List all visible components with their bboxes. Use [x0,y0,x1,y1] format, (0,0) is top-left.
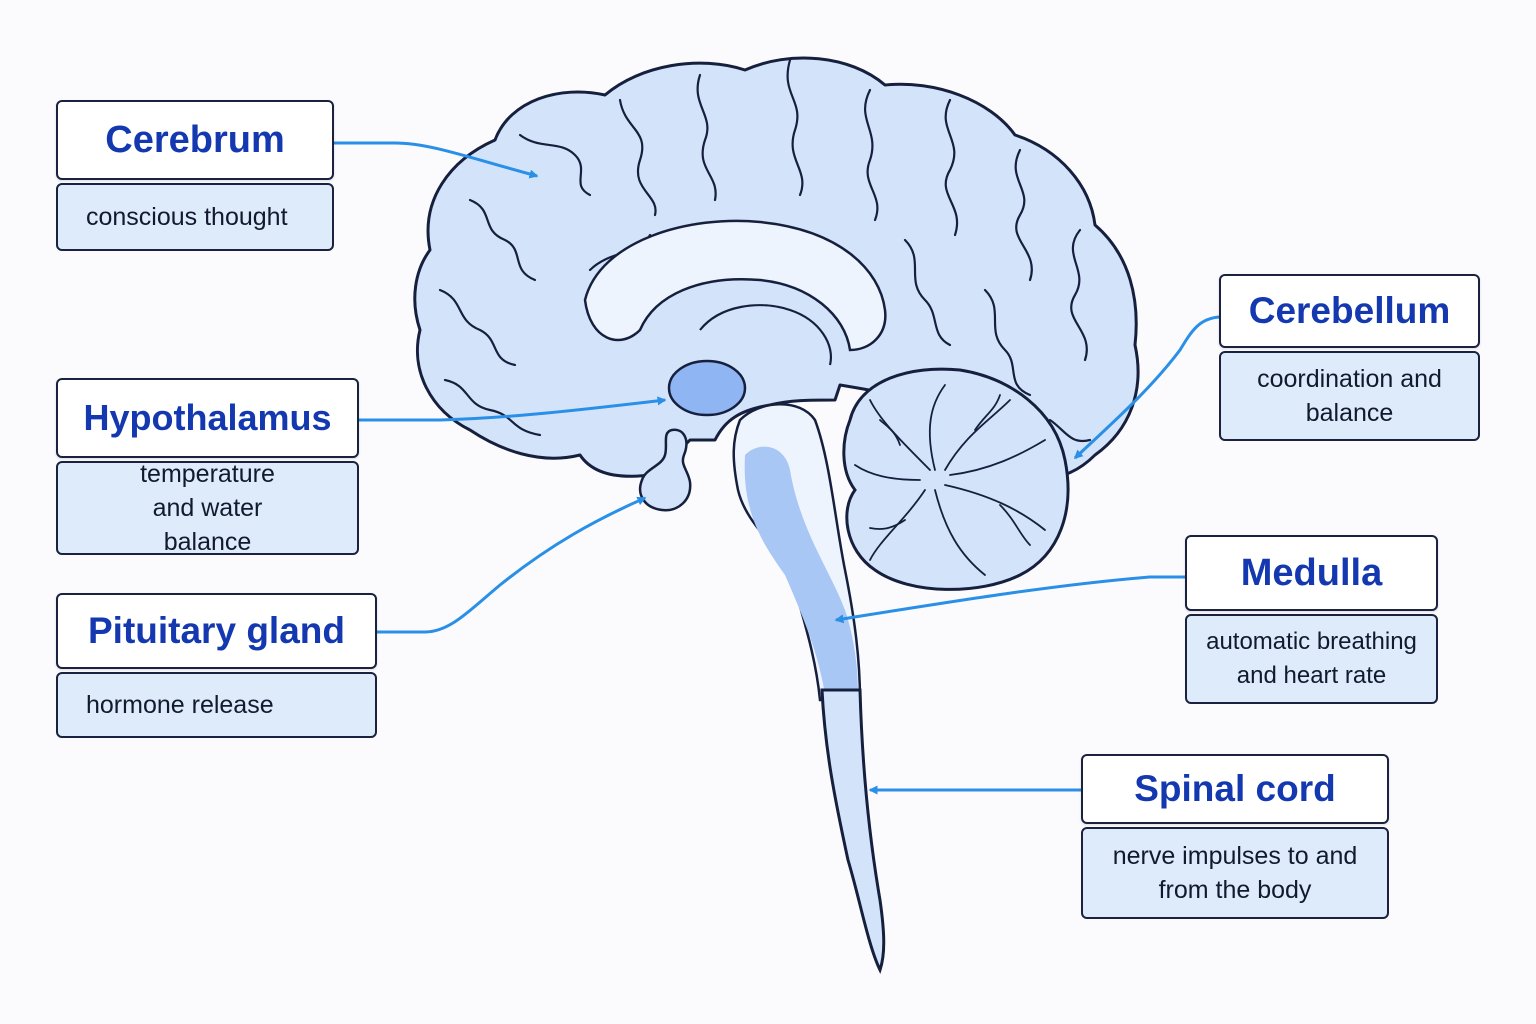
callout-spinal-cord: Spinal cord nerve impulses to and from t… [1081,754,1389,919]
cerebrum-arrow [334,141,539,179]
spinal-cord-description: nerve impulses to and from the body [1081,827,1389,919]
gyri-lines [438,58,1092,443]
hypothalamus-arrow [359,396,667,422]
corpus-callosum [583,219,887,352]
callout-hypothalamus: Hypothalamus temperature and water balan… [56,378,359,556]
medulla-title: Medulla [1185,535,1438,611]
medulla-shape [744,446,858,695]
cerebellum-shape [842,367,1070,591]
spinal-cord-shape [820,688,886,974]
callout-cerebellum: Cerebellum coordination and balance [1219,274,1480,441]
hypothalamus-description: temperature and water balance [56,460,359,556]
medulla-arrow [834,575,1186,624]
pituitary-title: Pituitary gland [56,593,377,669]
cerebellum-description: coordination and balance [1219,351,1480,441]
cerebrum-description: conscious thought [56,183,334,251]
callout-cerebrum: Cerebrum conscious thought [56,100,334,251]
cerebellum-arrow [1073,315,1221,460]
cerebrum-title: Cerebrum [56,100,334,180]
pituitary-arrow [377,496,647,634]
pituitary-shape [638,428,692,512]
callout-medulla: Medulla automatic breathing and heart ra… [1185,535,1438,704]
spinal-cord-title: Spinal cord [1081,754,1389,824]
hypothalamus-shape [667,359,747,417]
cerebellum-title: Cerebellum [1219,274,1480,348]
callout-pituitary: Pituitary gland hormone release [56,593,377,738]
hypothalamus-title: Hypothalamus [56,378,359,458]
pituitary-description: hormone release [56,672,377,738]
medulla-description: automatic breathing and heart rate [1185,614,1438,704]
